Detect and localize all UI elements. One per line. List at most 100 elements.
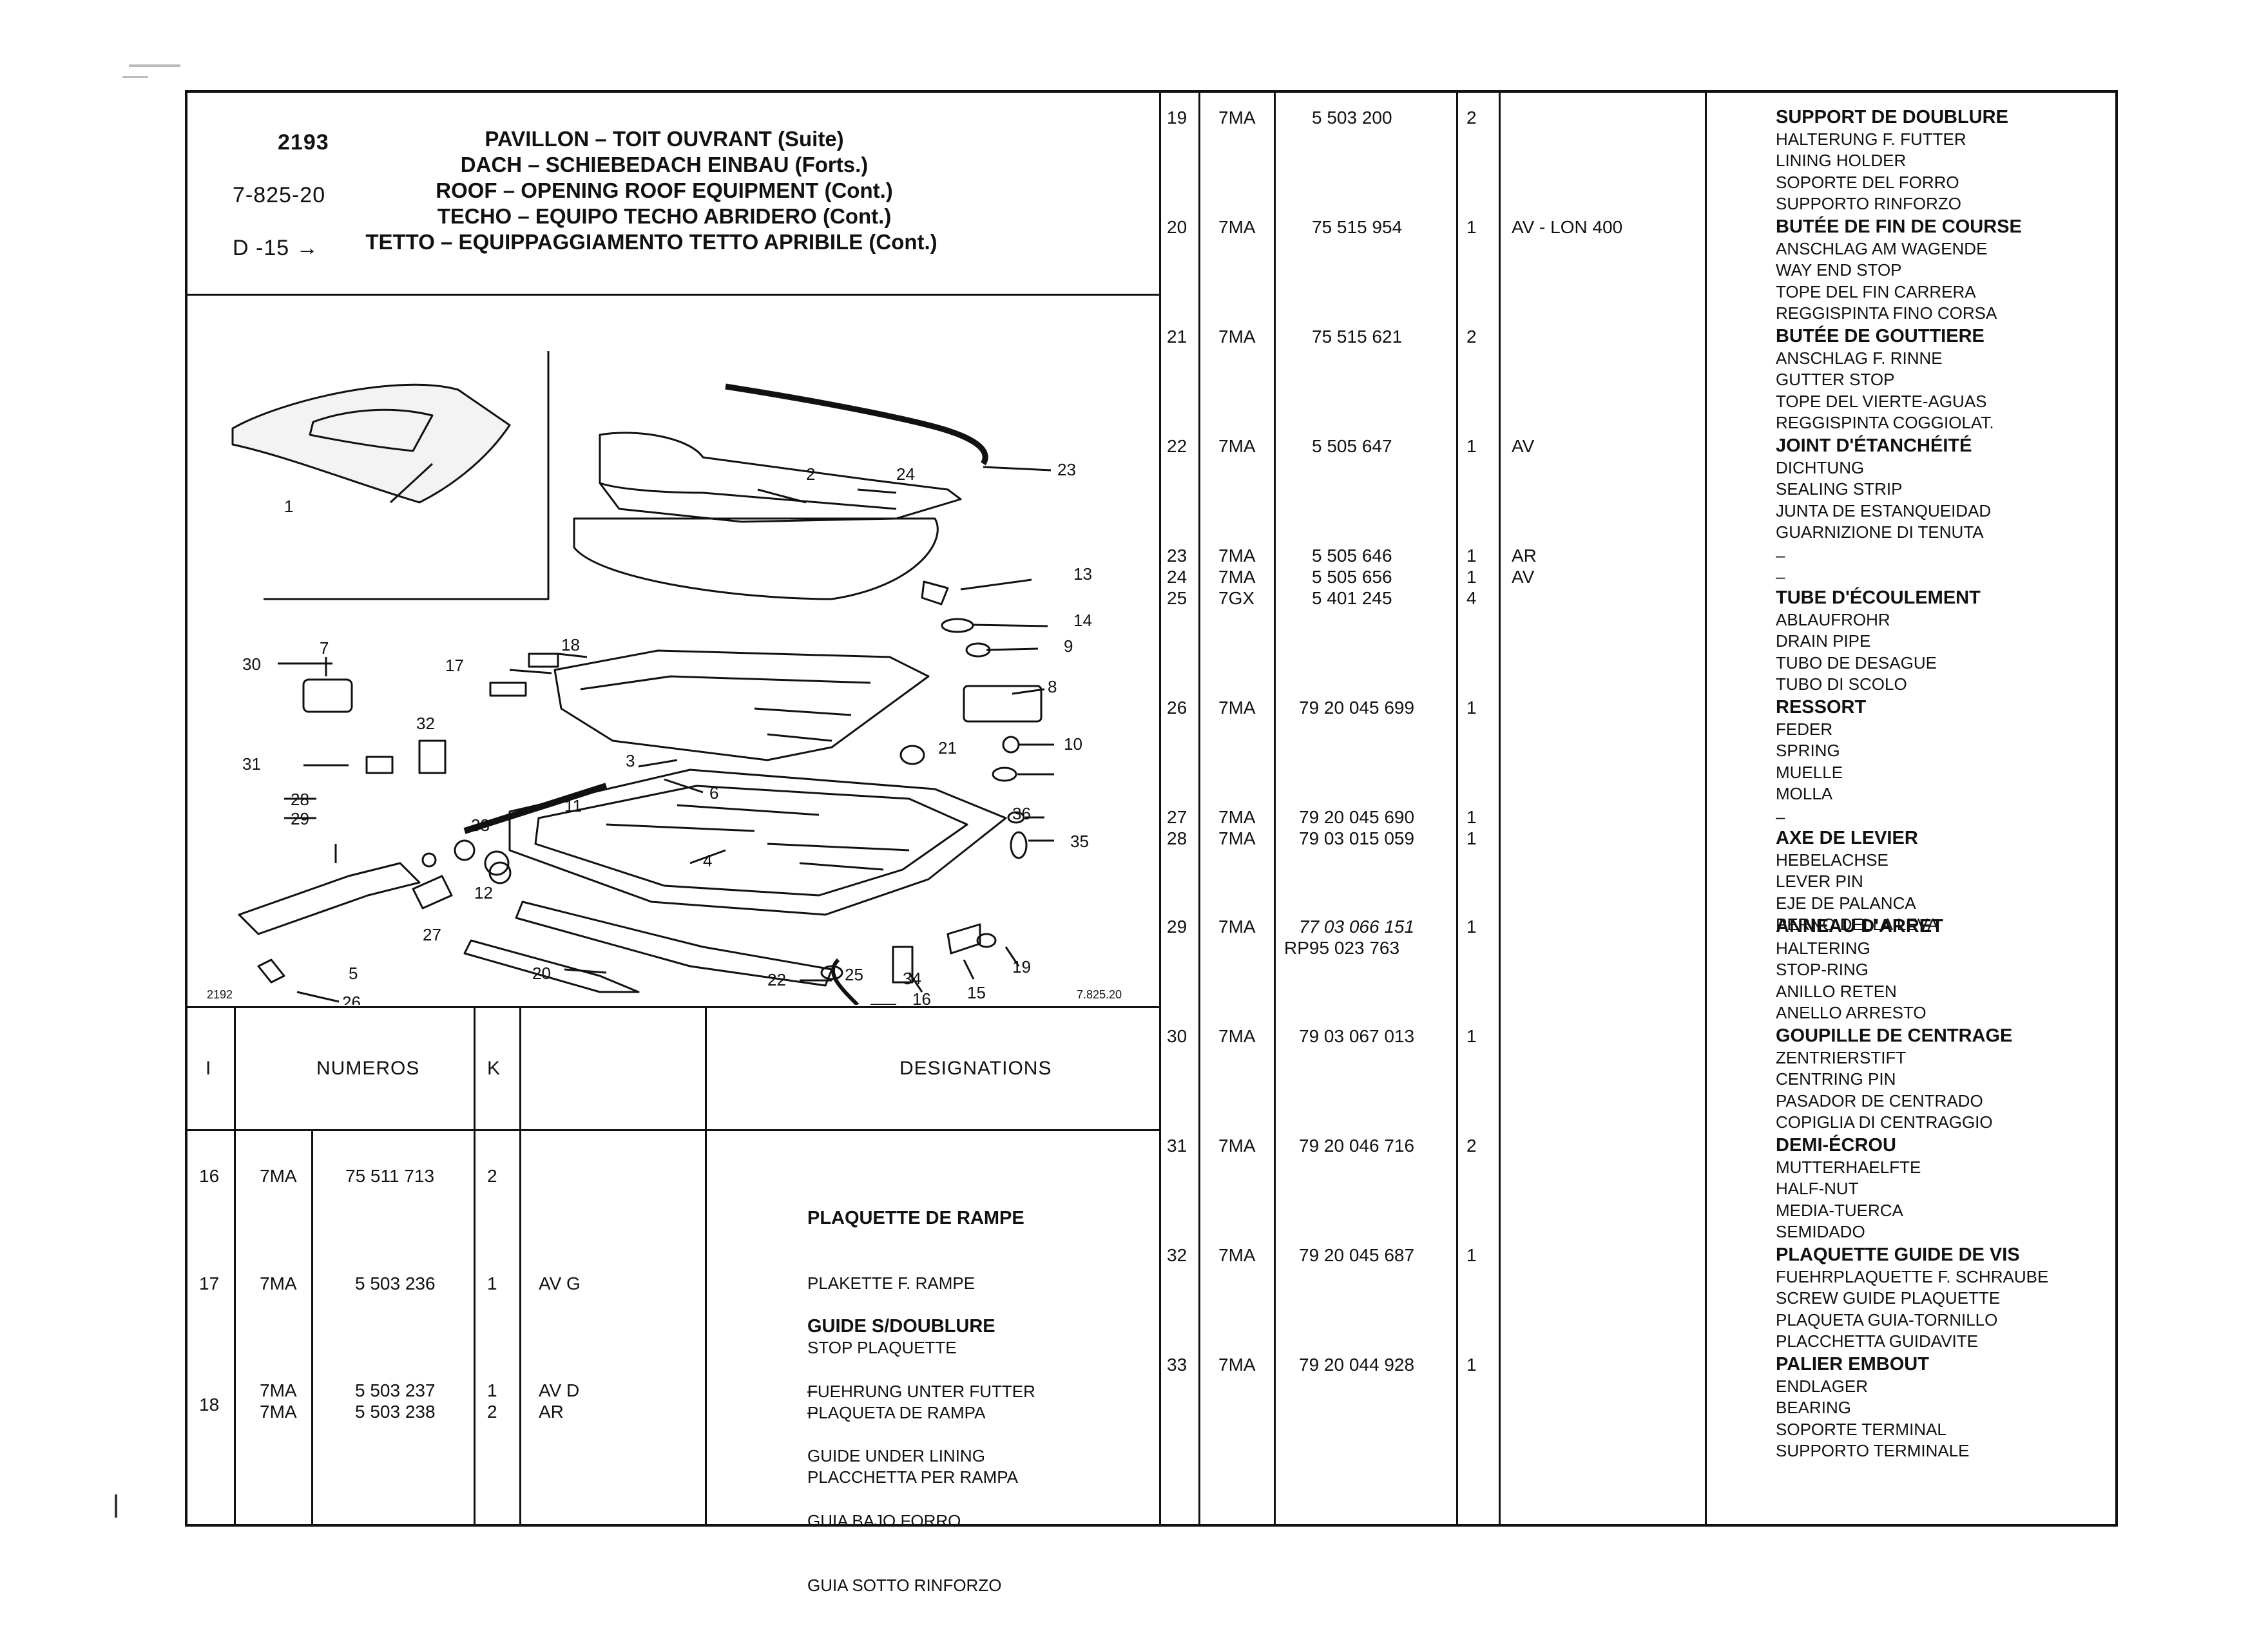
part-26-spring [257,958,285,984]
designation-line: PASADOR DE CENTRADO [1776,1091,1983,1111]
divider-table-header-bottom [187,1129,1159,1131]
leader-2 [757,488,807,504]
designation-line: BEARING [1776,1398,1852,1417]
divider-right-qty [1499,93,1501,1524]
scan-artifact [115,1494,117,1518]
callout-35: 35 [1070,832,1089,851]
left-row-18-ref: 18 [199,1395,220,1415]
part-35-screw [1010,831,1028,859]
left-row-17-designations: GUIDE S/DOUBLURE FUEHRUNG UNTER FUTTER G… [807,1273,1035,1640]
designation-line: – [1776,807,1785,826]
main-frame [508,768,1007,916]
title-es: TECHO – EQUIPO TECHO ABRIDERO (Cont.) [437,204,892,228]
right-row-prefix: 7MA [1218,828,1256,848]
right-row-qty: 2 [1466,108,1477,128]
designation-de: FUEHRUNG UNTER FUTTER [807,1381,1035,1401]
part-16-plaquette [892,946,914,984]
designation-line: REGGISPINTA COGGIOLAT. [1776,413,1994,432]
right-row-prefix: 7MA [1218,1355,1256,1375]
left-row-18a-qty: 1 [487,1380,497,1400]
right-row-ref: 29 [1167,917,1187,937]
leader-14 [973,624,1048,627]
leader-17 [509,669,552,674]
col-header-designations: DESIGNATIONS [899,1058,1052,1079]
right-row-ref: 28 [1167,828,1187,848]
right-row-ref: 20 [1167,217,1187,237]
leader-18 [557,653,588,658]
designation-line: SCREW GUIDE PLAQUETTE [1776,1288,2001,1308]
callout-27: 27 [423,925,441,944]
part-19-holder [976,933,997,948]
designation-line: WAY END STOP [1776,260,1902,280]
left-row-18b-note: AR [539,1402,564,1422]
leader-4 [689,849,726,864]
right-row-prefix: 7MA [1218,807,1256,827]
callout-18: 18 [561,635,580,654]
right-row-prefix: 7MA [1218,1136,1256,1156]
right-row-number: 75 515 954 [1312,217,1403,237]
callout-4: 4 [703,851,712,870]
callout-30: 30 [242,654,261,674]
right-row-qty: 1 [1466,1245,1477,1265]
part-9-screw [965,642,991,658]
part-10-part [1002,736,1020,754]
callout-22: 22 [767,970,786,989]
right-row-qty: 2 [1466,327,1477,347]
page-number: 2193 [278,130,329,155]
left-row-16-designations: PLAQUETTE DE RAMPE PLAKETTE F. RAMPE STO… [807,1165,1024,1532]
part-12-part [488,861,512,884]
designation-line: DICHTUNG [1776,457,1865,477]
leader-15 [963,959,975,980]
right-row-prefix: 7MA [1218,1026,1256,1046]
col-header-numbers: NUMEROS [316,1058,420,1079]
left-row-17-prefix: 7MA [260,1273,297,1293]
callout-36: 36 [1012,804,1031,823]
left-row-16-qty: 2 [487,1166,497,1186]
part-36-part [1007,811,1025,824]
divider-right-note [1705,93,1707,1524]
callout-25: 25 [845,965,863,984]
right-row-ref: 19 [1167,108,1187,128]
right-row-ref: 25 [1167,588,1187,608]
divider-diagram-bottom [187,1006,1159,1008]
designation-line: ANNEAU D'ARRET [1776,916,1943,937]
designation-line: SUPPORTO RINFORZO [1776,194,1961,213]
right-row-qty: 1 [1466,567,1477,587]
right-row-number: 79 20 045 699 [1299,698,1415,718]
right-row-prefix: 7MA [1218,698,1256,718]
left-row-18b-number: 5 503 238 [355,1402,436,1422]
designation-line: BUTÉE DE FIN DE COURSE [1776,216,2022,237]
leader-28-29 [284,797,316,819]
right-row-prefix: 7GX [1218,588,1255,608]
designation-line: PLAQUETTE GUIDE DE VIS [1776,1244,2020,1265]
col-header-index: I [206,1058,212,1079]
right-row-ref: 27 [1167,807,1187,827]
right-row-prefix: 7MA [1218,436,1256,456]
callout-28: 28 [291,790,309,809]
designation-line: GUTTER STOP [1776,370,1895,389]
reference-code: 7-825-20 [233,183,326,207]
sunroof-opening [309,408,434,452]
right-row-qty: 4 [1466,588,1477,608]
leader-16 [908,972,923,993]
callout-24: 24 [896,464,915,484]
rail [463,783,608,834]
right-row-number: 79 03 015 059 [1299,828,1415,848]
scan-artifact [129,64,180,67]
part-14-part [941,618,974,633]
callout-11: 11 [564,796,582,815]
callout-17: 17 [445,656,464,675]
right-row-qty: 1 [1466,1355,1477,1375]
mechanism-frame [553,649,930,761]
title-en: ROOF – OPENING ROOF EQUIPMENT (Cont.) [436,178,893,202]
right-row-number: 5 503 200 [1312,108,1392,128]
left-row-18a-designation: – [807,1380,818,1400]
designation-en: STOP PLAQUETTE [807,1338,957,1357]
leader-19 [1004,946,1020,967]
right-row-prefix: 7MA [1218,567,1256,587]
right-row-prefix: 7MA [1218,327,1256,347]
designation-line: TUBO DI SCOLO [1776,674,1907,694]
part-15-plaquette [947,923,981,955]
